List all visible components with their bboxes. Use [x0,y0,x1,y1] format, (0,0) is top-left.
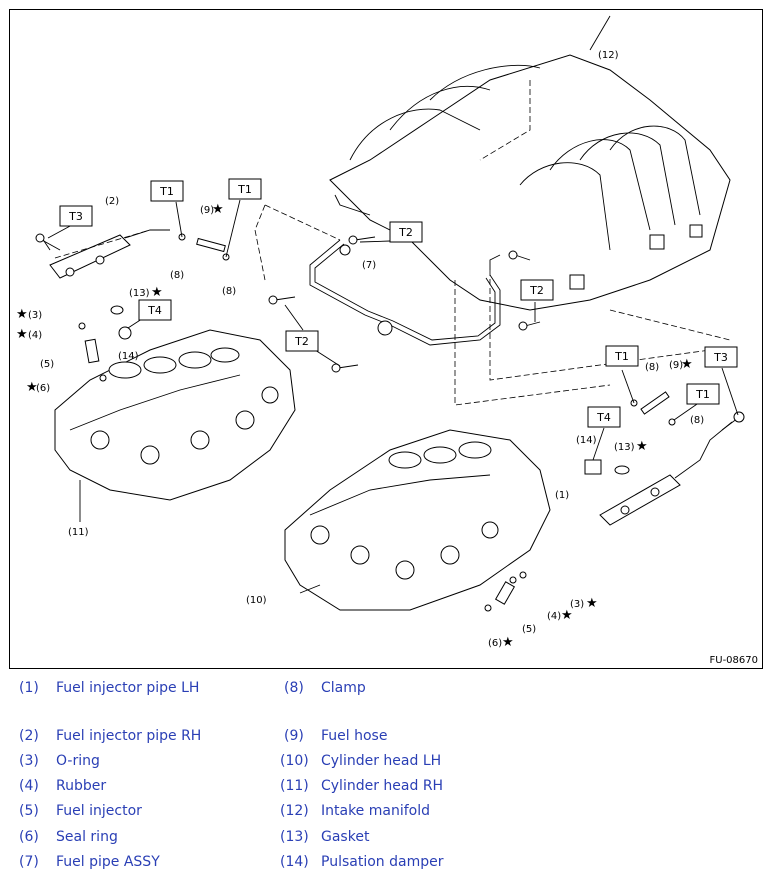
cylinder-head-rh-drawing [54,329,296,501]
fuel-injector-pipe-rh-drawing [39,229,170,279]
callout-6: (6) [36,383,50,394]
star-icon: ★ [212,202,224,217]
callout-13: (13) [614,442,635,453]
torque-tag-boxes [59,178,738,428]
legend-name: Fuel injector pipe LH [56,680,200,696]
star-icon: ★ [636,439,648,454]
callout-5: (5) [522,624,536,635]
callout-4: (4) [547,611,561,622]
star-icon: ★ [16,327,28,342]
legend-name: Fuel injector [56,803,142,819]
torque-tag: T2 [294,335,309,348]
legend-number: (7) [19,854,39,870]
legend-name: Seal ring [56,829,118,845]
callout-5: (5) [40,359,54,370]
torque-tag: T4 [596,411,611,424]
callout-14: (14) [118,351,139,362]
legend-name: Rubber [56,778,107,794]
callout-12: (12) [598,50,619,61]
torque-tag-labels: T3 T1 T1 T4 T2 T2 T2 T1 T3 T1 T4 [68,183,728,424]
torque-tag: T1 [695,388,710,401]
callout-3: (3) [28,310,42,321]
figure-code: FU-08670 [709,655,759,666]
star-markers: ★ ★ ★ ★ ★ ★ ★ ★ ★ ★ [16,202,693,650]
legend-name: Intake manifold [321,803,430,819]
legend-number: (5) [19,803,39,819]
legend-number: (1) [19,680,39,696]
callout-11: (11) [68,527,89,538]
callout-13: (13) [129,288,150,299]
callout-10: (10) [246,595,267,606]
callout-4: (4) [28,330,42,341]
callout-8: (8) [222,286,236,297]
bolts-drawing [35,233,745,431]
legend-number: (11) [280,778,309,794]
torque-tag: T4 [147,304,162,317]
torque-tag: T2 [529,284,544,297]
cylinder-head-lh-drawing [284,429,551,611]
legend-number: (2) [19,728,39,744]
star-icon: ★ [502,635,514,650]
star-icon: ★ [681,357,693,372]
callout-6: (6) [488,638,502,649]
star-icon: ★ [586,596,598,611]
torque-tag: T3 [713,351,728,364]
callout-14: (14) [576,435,597,446]
callout-9: (9) [200,205,214,216]
callout-9: (9) [669,360,683,371]
torque-tag: T1 [237,183,252,196]
legend-name: Cylinder head RH [321,778,444,794]
legend-number: (3) [19,753,39,769]
torque-tag: T2 [398,226,413,239]
callout-3: (3) [570,599,584,610]
legend-name: O-ring [56,753,100,769]
callout-8: (8) [690,415,704,426]
legend-number: (14) [280,854,309,870]
torque-tag: T1 [159,185,174,198]
callout-7: (7) [362,260,376,271]
star-icon: ★ [16,307,28,322]
legend-name: Cylinder head LH [321,753,442,769]
legend-name: Fuel hose [321,728,388,744]
callout-labels: (1) (2) (3) (4) (5) (6) (7) (8) (8) (8) … [28,50,704,649]
torque-tag: T1 [614,350,629,363]
parts-legend: (1) Fuel injector pipe LH (2) Fuel injec… [0,674,772,879]
star-icon: ★ [561,608,573,623]
legend-number: (8) [284,680,304,696]
small-parts-drawing [78,237,670,612]
intake-manifold-drawing [329,54,731,311]
callout-8: (8) [170,270,184,281]
legend-number: (9) [284,728,304,744]
legend-name: Pulsation damper [321,854,444,870]
legend-number: (10) [280,753,309,769]
legend-number: (4) [19,778,39,794]
fuel-pipe-assy-drawing [309,239,501,346]
star-icon: ★ [151,285,163,300]
exploded-parts-diagram: T3 T1 T1 T4 T2 T2 T2 T1 T3 T1 T4 (1) (2)… [9,9,763,669]
callout-8: (8) [645,362,659,373]
legend-name: Fuel pipe ASSY [56,854,160,870]
legend-number: (6) [19,829,39,845]
legend-number: (12) [280,803,309,819]
callout-2: (2) [105,196,119,207]
torque-tag: T3 [68,210,83,223]
diagram-drawing: T3 T1 T1 T4 T2 T2 T2 T1 T3 T1 T4 (1) (2)… [16,15,745,650]
legend-name: Gasket [321,829,370,845]
legend-name: Fuel injector pipe RH [56,728,202,744]
legend-number: (13) [280,829,309,845]
legend-name: Clamp [321,680,366,696]
callout-1: (1) [555,490,569,501]
star-icon: ★ [26,380,38,395]
fuel-injector-pipe-lh-drawing [599,421,733,526]
